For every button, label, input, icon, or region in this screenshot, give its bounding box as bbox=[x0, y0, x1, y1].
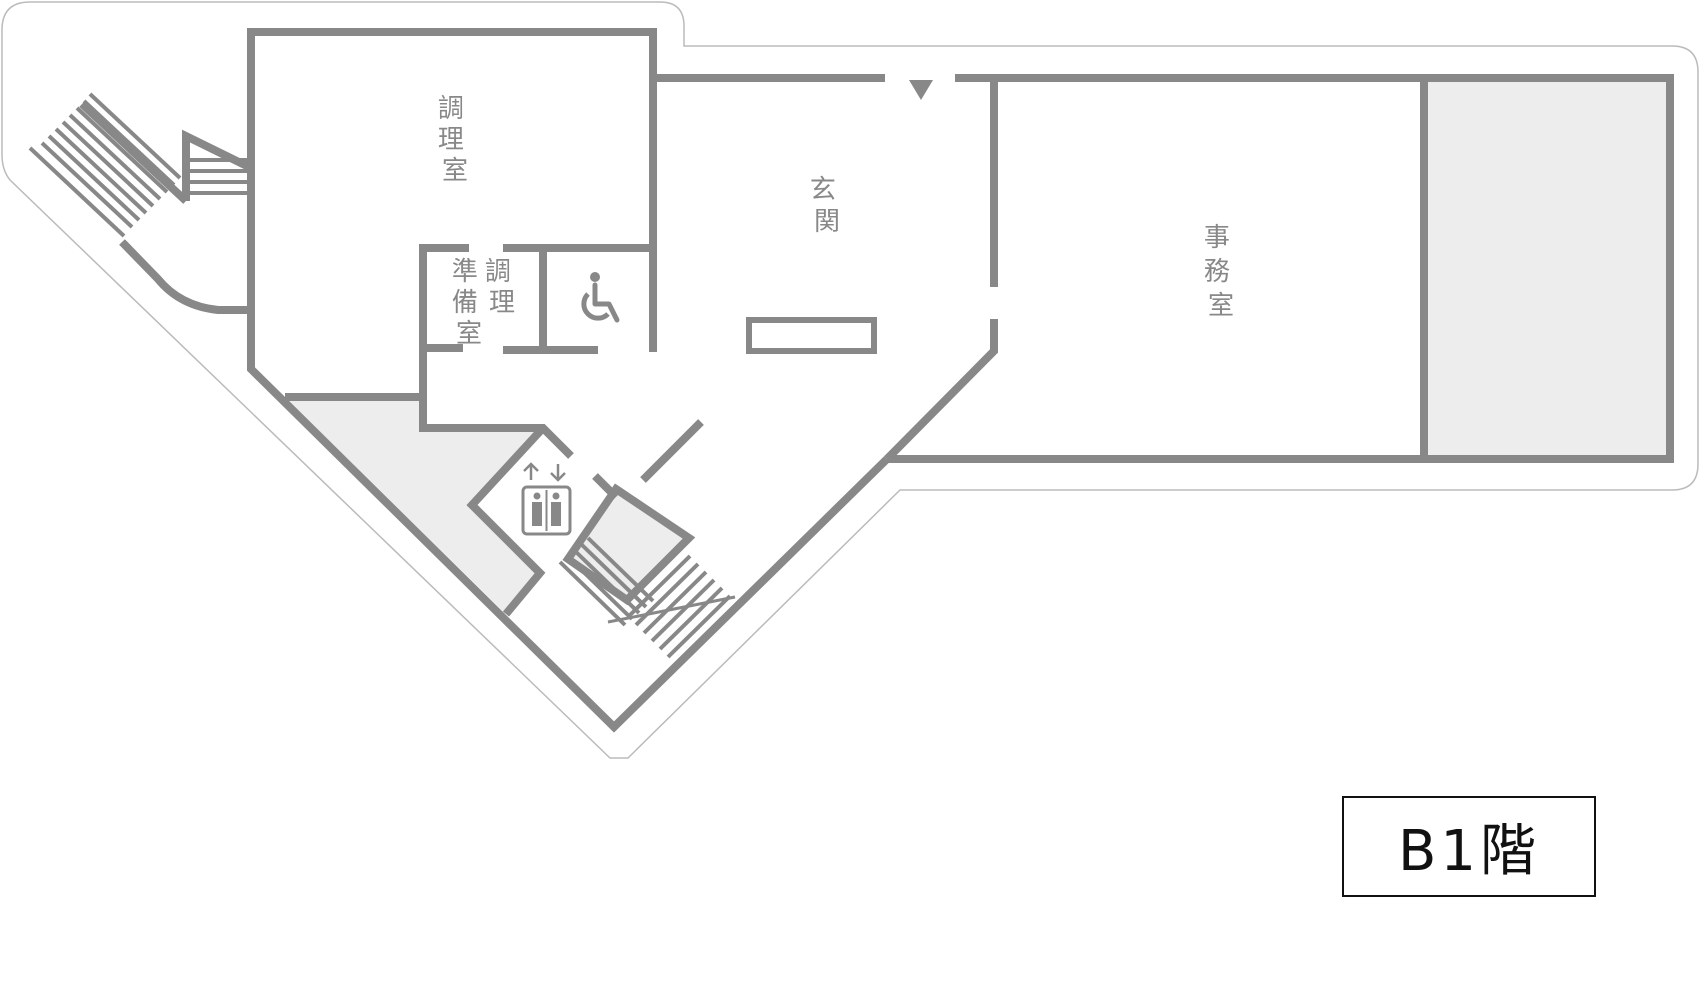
wall-left-stair-rail bbox=[182, 129, 255, 201]
floor-label-text: B1階 bbox=[1397, 819, 1541, 884]
wall-bottom-right bbox=[887, 74, 1674, 463]
building-outline bbox=[1, 1, 1699, 759]
left-stair-treads bbox=[28, 92, 251, 238]
entrance-counter bbox=[746, 317, 877, 354]
wall-elevator bbox=[466, 425, 546, 617]
elevator-icon bbox=[521, 462, 572, 536]
room-label-kitchen-prep-2: 準 備 室 bbox=[452, 257, 486, 349]
room-label-kitchen: 調 理 室 bbox=[438, 94, 472, 186]
wall-office-left-lower bbox=[884, 319, 998, 462]
wall-prep-room bbox=[419, 244, 574, 459]
wall-main-diagonal bbox=[247, 317, 890, 733]
room-label-office: 事 務 室 bbox=[1204, 223, 1238, 321]
entrance-arrow-icon bbox=[909, 80, 933, 100]
room-label-kitchen-prep-1: 調 理 bbox=[485, 257, 519, 318]
central-stair-treads bbox=[558, 536, 740, 667]
floor-label: B1階 bbox=[1342, 796, 1596, 897]
shaded-storage-right bbox=[1427, 80, 1667, 457]
wall-lobby-diagonal bbox=[640, 419, 704, 483]
wall-left-stair-inner bbox=[79, 101, 189, 204]
shaded-area-lower-left bbox=[285, 397, 543, 616]
wall-left-stair-landing bbox=[119, 239, 251, 314]
room-label-entrance: 玄 関 bbox=[810, 175, 844, 237]
wheelchair-accessible-icon bbox=[581, 272, 620, 323]
